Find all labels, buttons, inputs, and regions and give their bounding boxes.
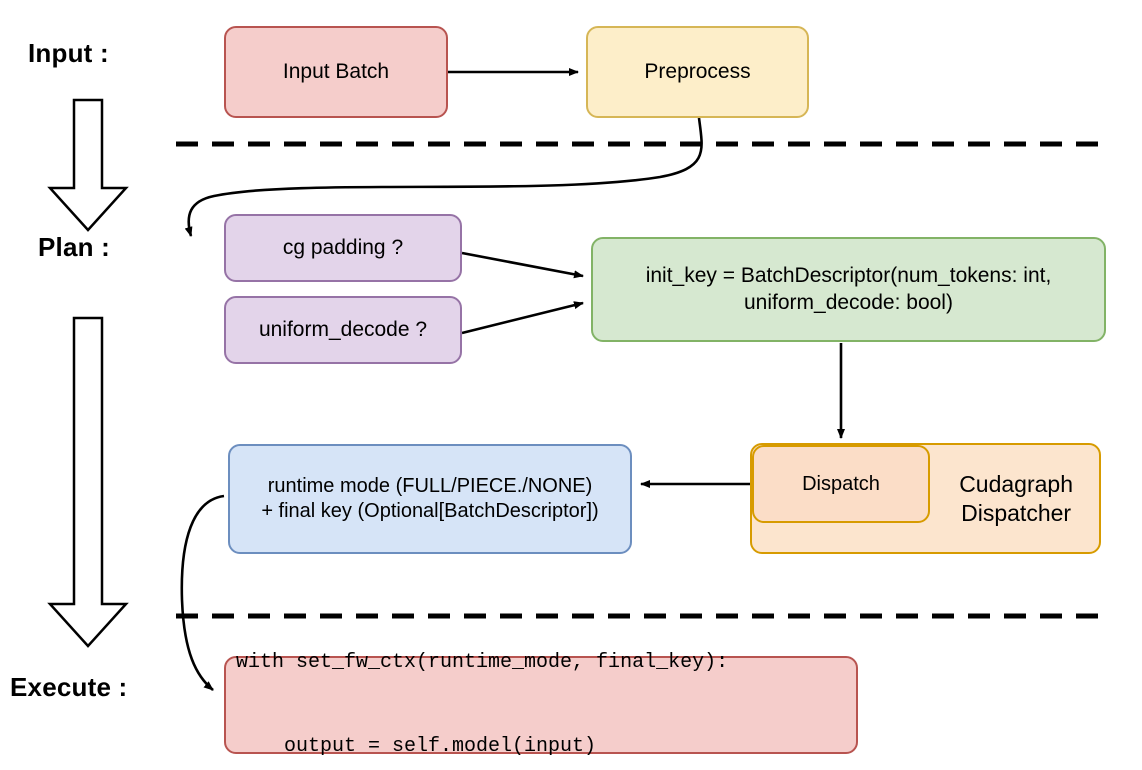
node-cudagraph-dispatcher-line2: Dispatcher — [961, 499, 1072, 526]
stage-label-execute: Execute : — [10, 672, 128, 702]
node-init-key-line2: uniform_decode: bool) — [744, 290, 953, 314]
big-arrow-input-to-plan — [47, 98, 129, 232]
node-input-batch-label: Input Batch — [282, 59, 390, 83]
node-input-batch[interactable]: Input Batch — [224, 26, 448, 118]
node-execute-code-line2: output = self.model(input) — [236, 735, 597, 758]
node-preprocess-label: Preprocess — [644, 59, 751, 83]
node-execute-code[interactable]: with set_fw_ctx(runtime_mode, final_key)… — [224, 651, 858, 758]
stage-label-input: Input : — [28, 38, 109, 68]
node-init-key[interactable]: init_key = BatchDescriptor(num_tokens: i… — [591, 237, 1106, 342]
edge-cg-padding-to-init-key — [461, 251, 584, 279]
edge-uniform-decode-to-init-key — [461, 301, 584, 335]
node-uniform-decode[interactable]: uniform_decode ? — [224, 296, 462, 364]
stage-label-plan: Plan : — [38, 232, 110, 262]
node-init-key-line1: init_key = BatchDescriptor(num_tokens: i… — [645, 264, 1052, 288]
node-uniform-decode-label: uniform_decode ? — [258, 317, 428, 341]
node-dispatch-label: Dispatch — [802, 472, 880, 495]
node-runtime-mode[interactable]: runtime mode (FULL/PIECE./NONE) + final … — [228, 444, 632, 554]
node-cg-padding[interactable]: cg padding ? — [224, 214, 462, 282]
node-cudagraph-dispatcher-line1: Cudagraph — [959, 470, 1073, 497]
node-dispatch[interactable]: Dispatch — [752, 445, 930, 523]
node-runtime-mode-line2: + final key (Optional[BatchDescriptor]) — [261, 500, 599, 522]
big-arrow-plan-to-execute — [47, 316, 129, 648]
node-execute-code-line1: with set_fw_ctx(runtime_mode, final_key)… — [236, 651, 729, 674]
edge-runtime-mode-to-execute-code — [180, 494, 225, 692]
node-cg-padding-label: cg padding ? — [282, 235, 404, 259]
node-preprocess[interactable]: Preprocess — [586, 26, 809, 118]
node-runtime-mode-line1: runtime mode (FULL/PIECE./NONE) — [267, 475, 593, 497]
